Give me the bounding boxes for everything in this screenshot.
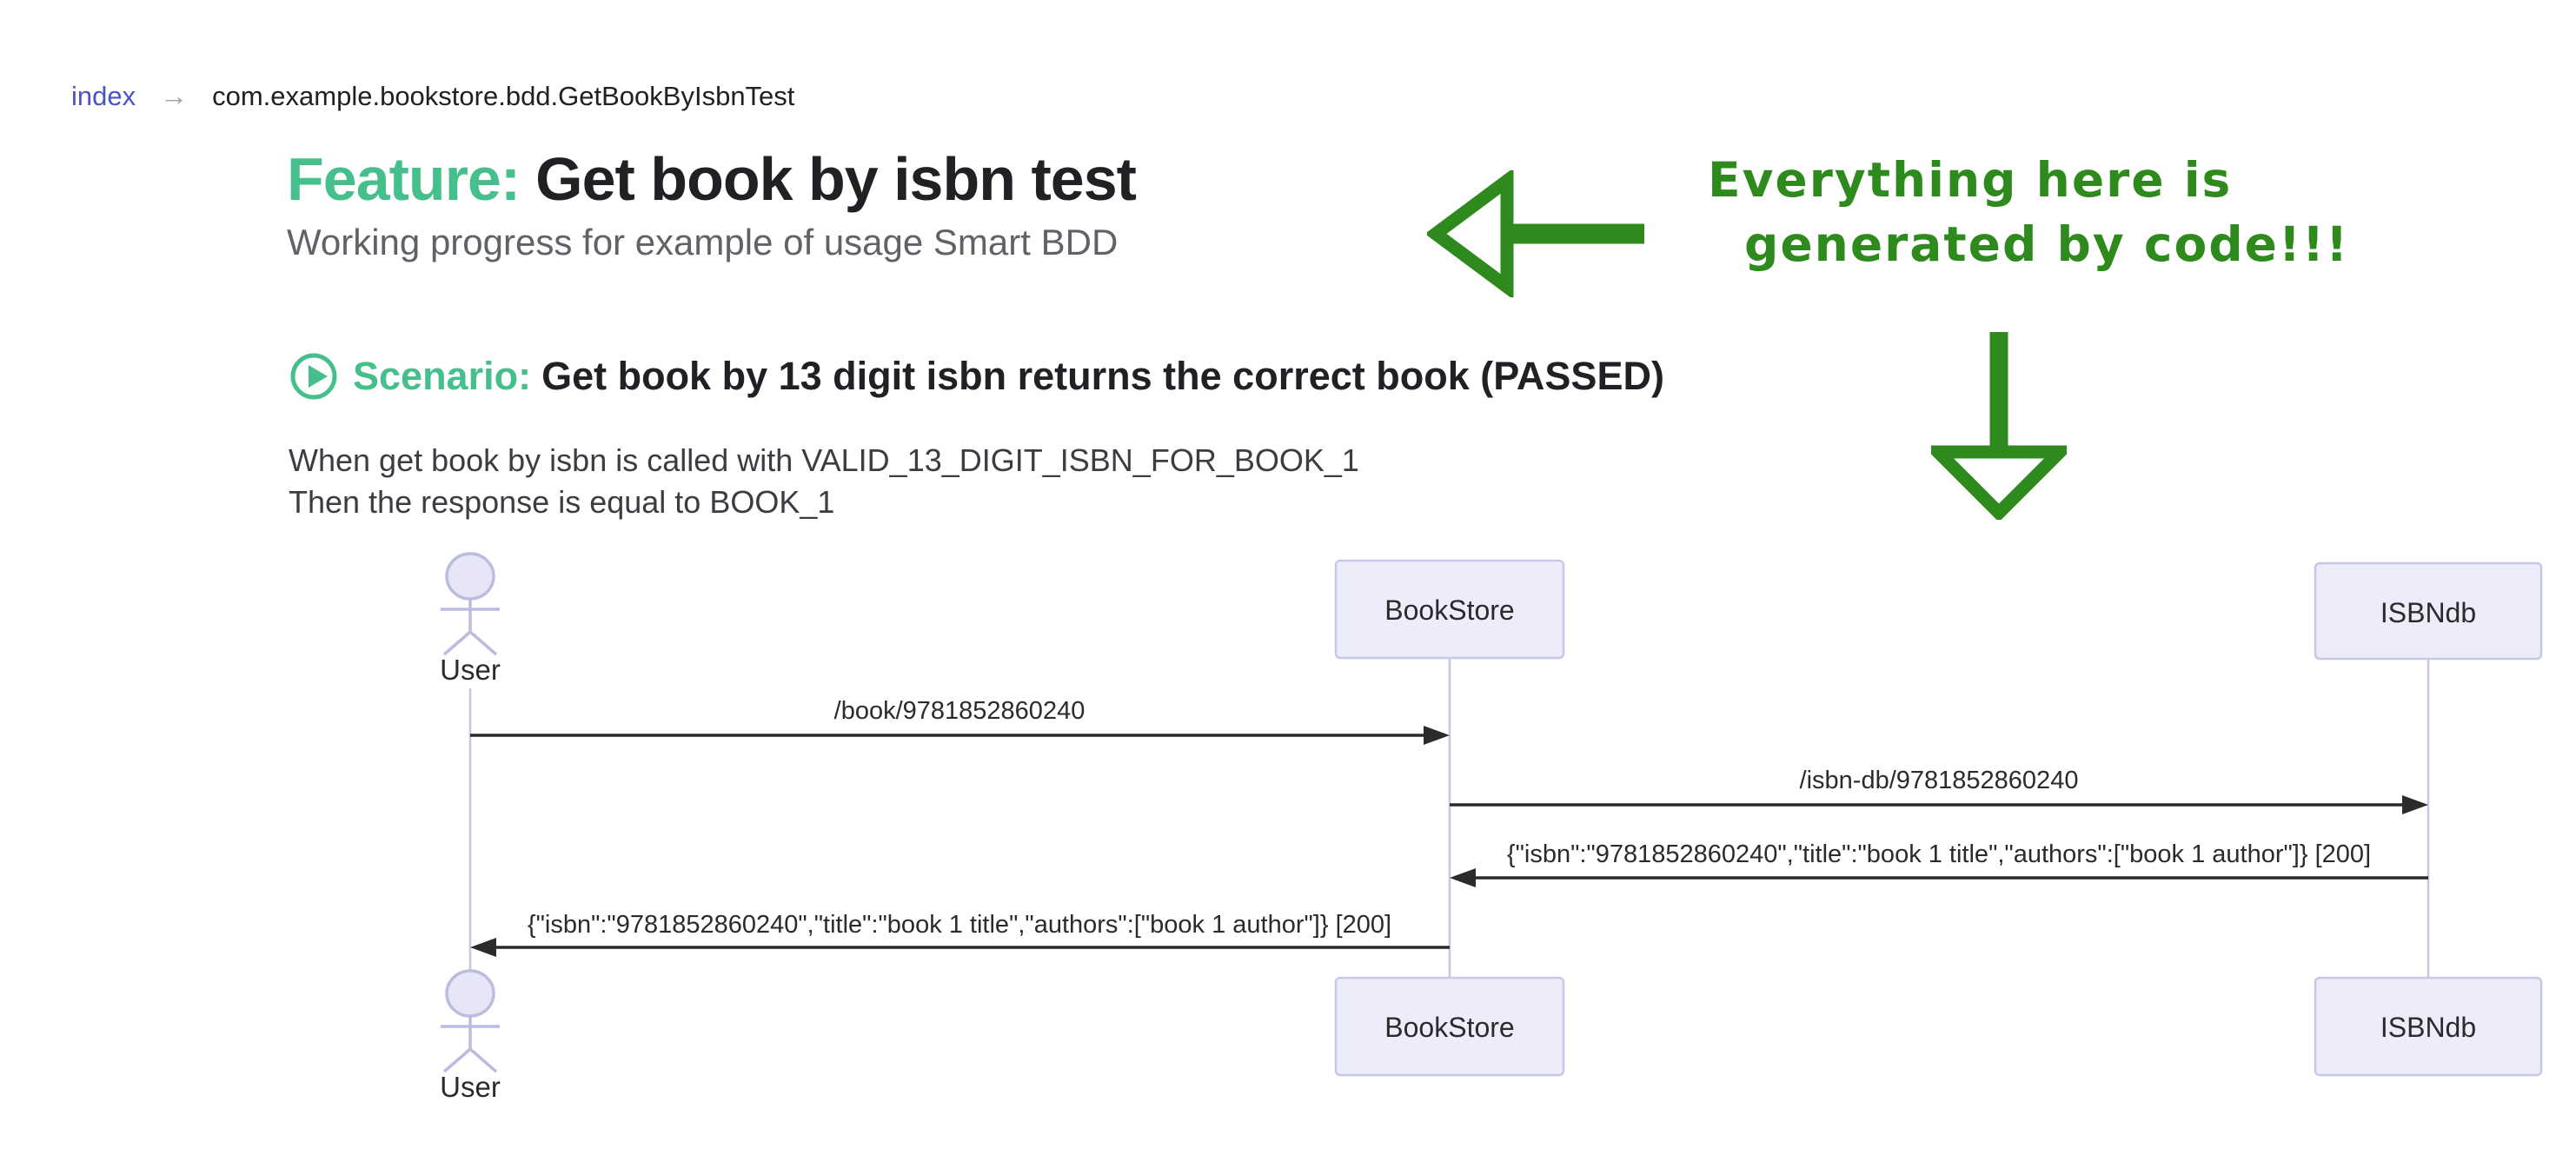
breadcrumb-index-link[interactable]: index bbox=[71, 80, 136, 111]
message-request-book: /book/9781852860240 bbox=[470, 697, 1450, 745]
message-response-isbndb: {"isbn":"9781852860240","title":"book 1 … bbox=[1450, 840, 2428, 887]
play-circle-icon bbox=[290, 353, 337, 400]
scenario-title-row: Scenario:Get book by 13 digit isbn retur… bbox=[353, 354, 1664, 399]
breadcrumb: index → com.example.bookstore.bdd.GetBoo… bbox=[71, 80, 794, 112]
message-response-book: {"isbn":"9781852860240","title":"book 1 … bbox=[470, 911, 1450, 957]
actor-user-bottom-label: User bbox=[440, 1071, 501, 1103]
arrow-down-icon bbox=[1931, 332, 2067, 520]
feature-title: Get book by isbn test bbox=[535, 145, 1137, 213]
generated-by-code-annotation: Everything here is generated by code!!! bbox=[1708, 148, 2349, 277]
sequence-diagram: User BookStore ISBNdb /book/978185286024… bbox=[440, 552, 2543, 1103]
message-request-isbndb-label: /isbn-db/9781852860240 bbox=[1800, 767, 2079, 794]
actor-bookstore-top-label: BookStore bbox=[1384, 594, 1514, 626]
message-response-isbndb-label: {"isbn":"9781852860240","title":"book 1 … bbox=[1507, 840, 2371, 868]
actor-bookstore-top: BookStore bbox=[1334, 559, 1565, 660]
scenario-steps: When get book by isbn is called with VAL… bbox=[289, 440, 1359, 523]
arrow-left-icon bbox=[1427, 170, 1644, 297]
step-then: Then the response is equal to BOOK_1 bbox=[289, 484, 835, 520]
message-request-isbndb: /isbn-db/9781852860240 bbox=[1450, 767, 2428, 814]
actor-bookstore-bottom-label: BookStore bbox=[1384, 1012, 1514, 1043]
feature-label: Feature: bbox=[287, 145, 521, 213]
breadcrumb-current: com.example.bookstore.bdd.GetBookByIsbnT… bbox=[212, 80, 795, 111]
arrowhead-right-icon bbox=[2402, 795, 2428, 814]
scenario-title: Get book by 13 digit isbn returns the co… bbox=[541, 354, 1664, 398]
actor-isbndb-bottom: ISBNdb bbox=[2314, 976, 2543, 1077]
actor-isbndb-top: ISBNdb bbox=[2314, 561, 2543, 661]
arrowhead-right-icon bbox=[1424, 726, 1450, 745]
page-title: Feature:Get book by isbn test bbox=[287, 145, 1137, 213]
feature-heading: Feature:Get book by isbn test Working pr… bbox=[287, 145, 1137, 263]
arrowhead-left-icon bbox=[1450, 868, 1476, 887]
message-response-book-label: {"isbn":"9781852860240","title":"book 1 … bbox=[528, 911, 1391, 939]
arrowhead-left-icon bbox=[470, 938, 496, 957]
actor-user-bottom: User bbox=[440, 969, 501, 1103]
annotation-line2: generated by code!!! bbox=[1744, 216, 2350, 273]
step-when: When get book by isbn is called with VAL… bbox=[289, 442, 1359, 478]
actor-isbndb-top-label: ISBNdb bbox=[2380, 597, 2476, 628]
annotation-line1: Everything here is bbox=[1708, 152, 2233, 208]
actor-user-top: User bbox=[440, 552, 501, 686]
breadcrumb-arrow-icon: → bbox=[160, 80, 189, 111]
user-head bbox=[445, 969, 495, 1018]
feature-subtitle: Working progress for example of usage Sm… bbox=[287, 222, 1119, 262]
actor-isbndb-bottom-label: ISBNdb bbox=[2380, 1012, 2476, 1043]
actor-bookstore-bottom: BookStore bbox=[1334, 976, 1565, 1077]
actor-user-top-label: User bbox=[440, 654, 501, 686]
message-request-book-label: /book/9781852860240 bbox=[834, 697, 1086, 725]
user-head bbox=[445, 552, 495, 601]
scenario-heading: Scenario:Get book by 13 digit isbn retur… bbox=[289, 351, 1664, 402]
scenario-label: Scenario: bbox=[353, 354, 532, 398]
